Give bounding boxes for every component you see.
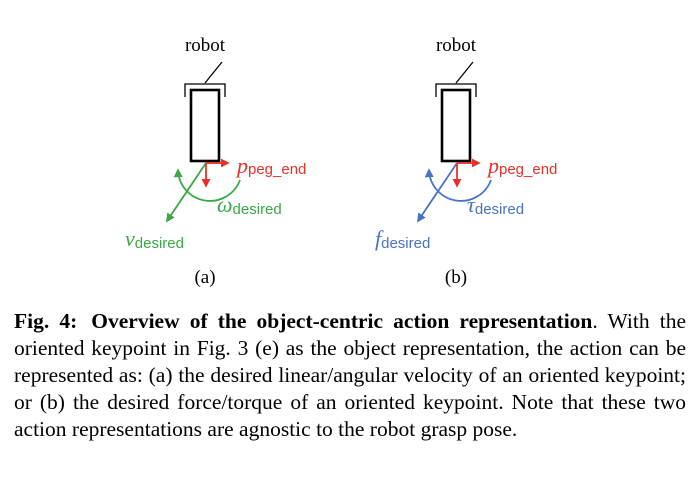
caption-title: Overview of the object-centric action re… (91, 309, 593, 333)
keypoint-label: ppeg_end (235, 153, 306, 178)
force-label: fdesired (375, 226, 430, 252)
peg (440, 88, 472, 163)
panel-b: robot ppeg_end τdesired fdesired (b) (375, 35, 557, 288)
torque-arrow (424, 168, 492, 202)
keypoint-label: ppeg_end (486, 153, 557, 178)
linear-velocity-label: vdesired (125, 226, 184, 252)
angular-velocity-arrow (173, 168, 241, 202)
robot-connector-line (204, 61, 223, 84)
torque-label: τdesired (467, 192, 524, 218)
gripper-bracket (184, 83, 226, 97)
panel-a: robot ppeg_end ωdesired vdesired (a) (125, 35, 306, 288)
gripper-bracket (435, 83, 477, 97)
robot-connector-line (455, 61, 474, 84)
robot-label: robot (185, 35, 226, 56)
robot-label: robot (436, 35, 477, 56)
subfigure-label-a: (a) (194, 267, 215, 288)
action-representation-figure: robot ppeg_end ωdesired vdesired (a) rob… (125, 35, 557, 288)
subfigure-label-b: (b) (445, 267, 467, 288)
figure-caption: Fig. 4: Overview of the object-centric ac… (14, 308, 686, 443)
angular-velocity-label: ωdesired (217, 192, 282, 218)
force-arrow (416, 162, 458, 223)
caption-label: Fig. 4: (14, 309, 78, 333)
caption-body: . With the oriented keypoint in Fig. 3 (… (14, 309, 686, 441)
peg (189, 88, 221, 163)
linear-velocity-arrow (165, 162, 207, 223)
